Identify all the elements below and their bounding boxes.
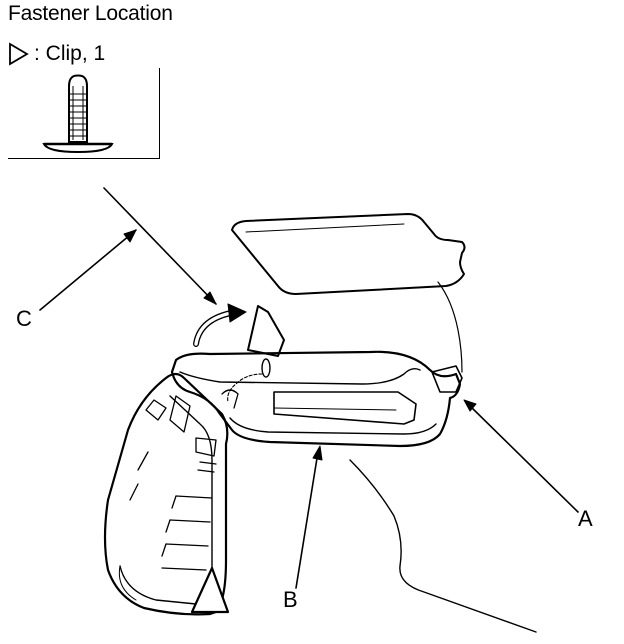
console-upper-box bbox=[170, 350, 462, 448]
triangle-outline-icon bbox=[9, 42, 29, 66]
clip-icon bbox=[42, 74, 114, 154]
callout-b: B bbox=[283, 587, 298, 612]
legend: : Clip, 1 bbox=[8, 40, 105, 68]
clip-inset-box bbox=[8, 68, 160, 159]
clip-location-marker bbox=[190, 566, 230, 614]
diagram-title: Fastener Location bbox=[8, 2, 173, 25]
legend-label: : Clip, 1 bbox=[34, 42, 106, 65]
console-lid bbox=[231, 213, 466, 295]
hinge-flap bbox=[247, 305, 285, 357]
callout-a: A bbox=[578, 506, 593, 531]
console-lower-panel bbox=[103, 372, 229, 616]
callout-c: C bbox=[16, 306, 32, 331]
